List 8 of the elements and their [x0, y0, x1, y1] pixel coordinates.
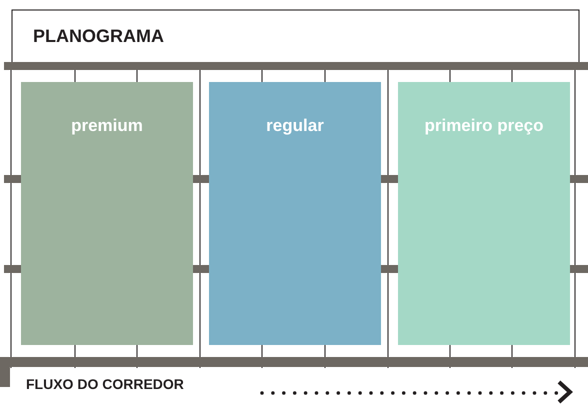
block-label: primeiro preço — [423, 116, 545, 136]
block-label: regular — [265, 116, 325, 136]
aisle-flow-label: FLUXO DO CORREDOR — [26, 376, 184, 392]
diagram-title: PLANOGRAMA — [33, 26, 164, 47]
product-block — [21, 82, 193, 345]
product-block — [209, 82, 381, 345]
product-block — [398, 82, 570, 345]
block-label: premium — [70, 116, 144, 136]
